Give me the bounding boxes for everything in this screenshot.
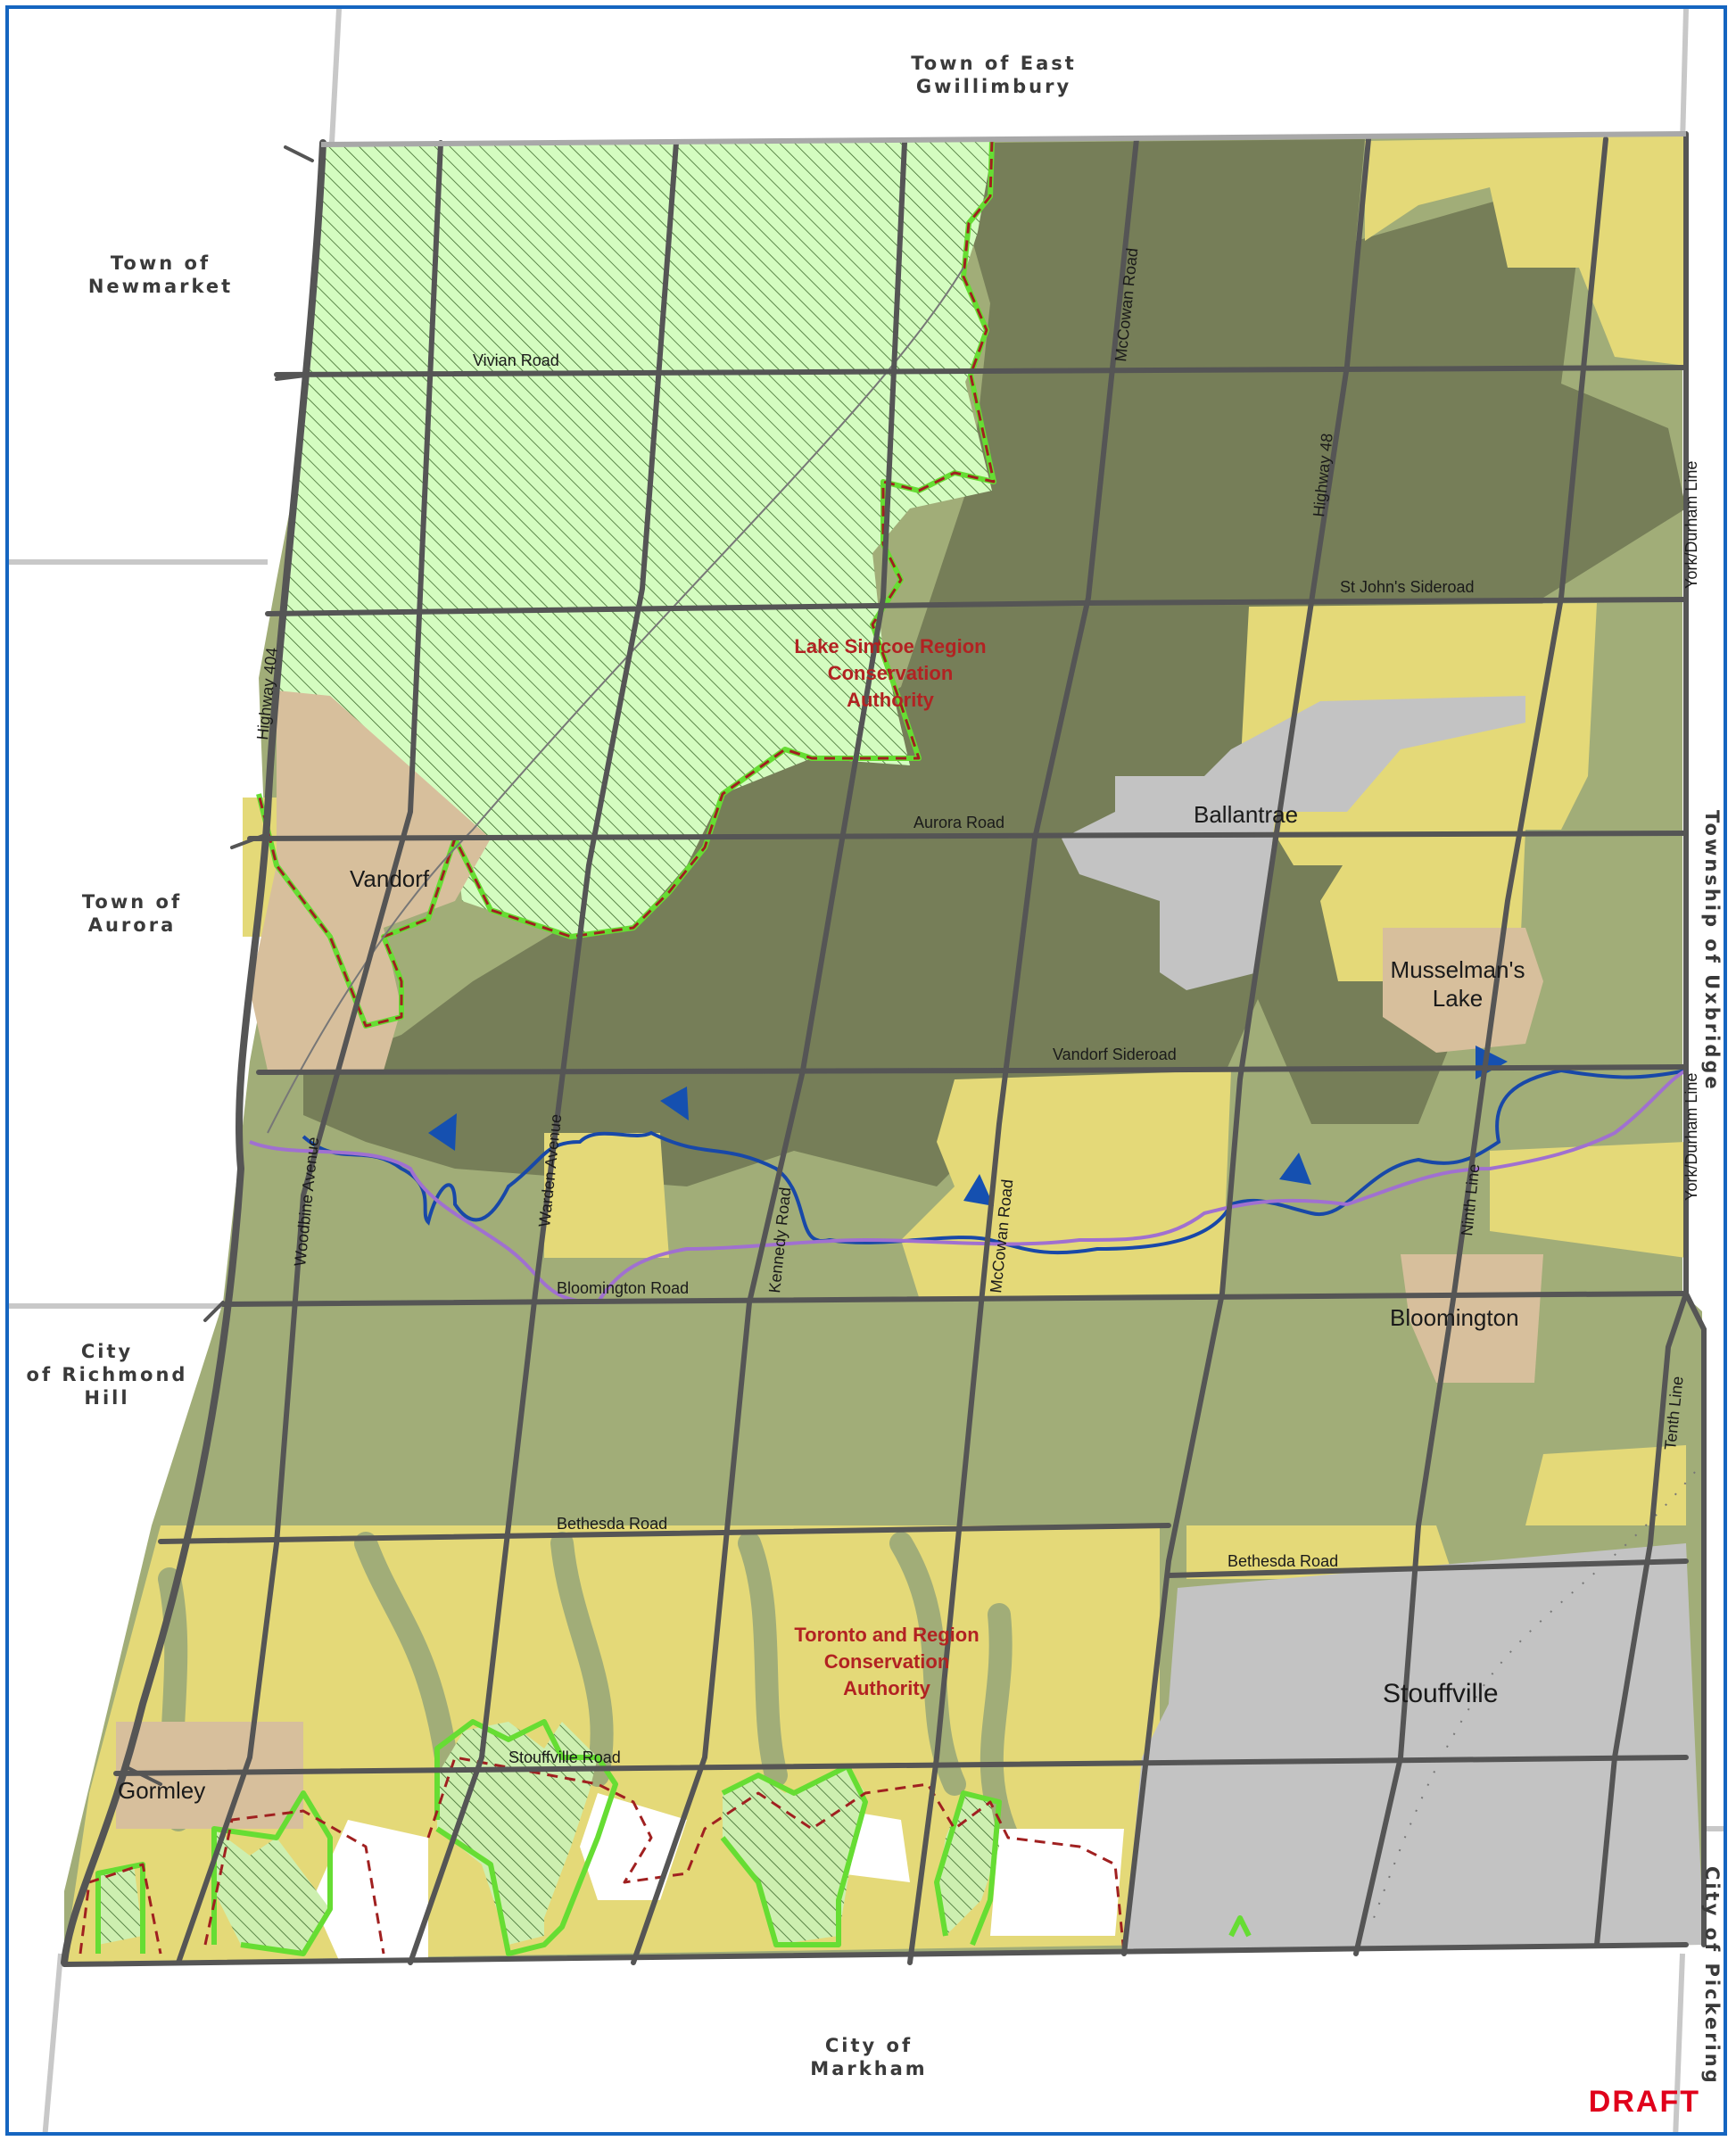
road-stouffville <box>113 1755 1689 1776</box>
tan-area-bloomington <box>1401 1254 1543 1383</box>
white-void-4 <box>990 1829 1124 1936</box>
label-bethesda-road-west: Bethesda Road <box>557 1515 667 1533</box>
yellow-area-east <box>1490 1142 1686 1258</box>
label-york-durham-line-south: York/Durham Line <box>1682 1073 1700 1201</box>
label-musselmans-lake-2: Lake <box>1433 985 1483 1012</box>
municipal-boundaries <box>9 9 1724 2132</box>
label-toronto-ca-3: Authority <box>843 1677 931 1699</box>
township-north-edge <box>320 131 1687 147</box>
road-mccowan <box>907 136 1139 1965</box>
tan-area-musselman <box>1383 928 1543 1053</box>
railway <box>267 267 1696 1919</box>
label-markham-2: Markham <box>810 2058 927 2079</box>
urban-area-ballantrae <box>1062 696 1525 990</box>
tan-area-gormley <box>116 1722 303 1829</box>
label-musselmans-lake-1: Musselman's <box>1391 956 1525 983</box>
white-void-2 <box>580 1793 687 1900</box>
road-woodbine <box>176 140 443 1965</box>
label-toronto-ca-2: Conservation <box>824 1650 950 1673</box>
map-frame: Vivian Road St John's Sideroad Aurora Ro… <box>5 5 1727 2136</box>
label-aurora-road: Aurora Road <box>913 814 1004 831</box>
land-use-layer <box>64 134 1704 1980</box>
road-bethesda-e <box>1166 1558 1689 1578</box>
yellow-area-bethesda-east <box>1186 1525 1454 1579</box>
label-east-gwillimbury-2: Gwillimbury <box>916 76 1071 97</box>
hatched-pocket-2 <box>723 1766 865 1945</box>
yellow-area-ne <box>1365 136 1686 366</box>
label-richmond-hill-2: of Richmond <box>27 1364 188 1385</box>
conservation-labels: Lake Simcoe Region Conservation Authorit… <box>794 635 986 1699</box>
label-vandorf-sideroad: Vandorf Sideroad <box>1053 1046 1177 1063</box>
direction-arrows <box>428 1046 1508 1206</box>
yellow-area-mid-warden <box>544 1133 669 1258</box>
lake-simcoe-light-area <box>277 141 994 937</box>
arrow-icon <box>963 1174 994 1206</box>
label-pickering: City of Pickering <box>1701 1866 1723 2086</box>
label-stouffville-road: Stouffville Road <box>508 1748 621 1766</box>
road-highway-48 <box>1121 136 1371 1956</box>
label-york-durham-line-north: York/Durham Line <box>1682 461 1700 589</box>
label-newmarket-1: Town of <box>111 252 211 274</box>
waterways <box>249 1068 1687 1305</box>
road-st-johns <box>265 597 1689 616</box>
municipality-labels: Town of East Gwillimbury Town of Newmark… <box>27 53 1723 2086</box>
road-vandorf <box>256 1064 1689 1075</box>
label-lake-simcoe-ca-2: Conservation <box>828 662 954 684</box>
label-bloomington: Bloomington <box>1390 1304 1519 1331</box>
label-uxbridge: Township of Uxbridge <box>1701 810 1723 1092</box>
yellow-area-tenth <box>1525 1445 1686 1525</box>
label-lake-simcoe-ca-1: Lake Simcoe Region <box>794 635 986 657</box>
label-toronto-ca-1: Toronto and Region <box>794 1624 979 1646</box>
map-canvas[interactable]: Vivian Road St John's Sideroad Aurora Ro… <box>9 9 1727 2136</box>
label-bloomington-road: Bloomington Road <box>557 1279 689 1297</box>
label-markham-1: City of <box>825 2035 913 2056</box>
white-void-1 <box>312 1820 428 1980</box>
label-gormley: Gormley <box>118 1777 205 1804</box>
label-newmarket-2: Newmarket <box>88 276 233 297</box>
label-st-johns-sideroad: St John's Sideroad <box>1340 578 1475 596</box>
label-ballantrae: Ballantrae <box>1194 801 1298 828</box>
draft-stamp: DRAFT <box>1588 2085 1700 2119</box>
label-stouffville: Stouffville <box>1383 1679 1499 1708</box>
road-kennedy <box>631 140 907 1965</box>
label-aurora-2: Aurora <box>88 914 177 936</box>
road-bloomington <box>220 1291 1689 1307</box>
label-vivian-road: Vivian Road <box>473 351 559 369</box>
tan-area-vandorf <box>250 690 491 1070</box>
label-east-gwillimbury-1: Town of East <box>911 53 1077 74</box>
hatched-pocket-4 <box>214 1829 330 1954</box>
hatched-pocket-5 <box>98 1864 143 1945</box>
road-aurora <box>247 831 1689 841</box>
trail-line <box>249 1069 1687 1305</box>
arrow-icon <box>428 1113 457 1151</box>
label-bethesda-road-east: Bethesda Road <box>1228 1552 1338 1570</box>
arrow-icon <box>1279 1153 1311 1185</box>
label-richmond-hill-3: Hill <box>84 1387 129 1409</box>
road-vivian <box>274 365 1689 377</box>
road-ninth <box>1353 136 1608 1956</box>
label-richmond-hill-1: City <box>81 1341 133 1362</box>
conservation-boundary <box>79 140 1252 1956</box>
road-network <box>61 131 1707 1967</box>
label-lake-simcoe-ca-3: Authority <box>847 689 935 711</box>
road-tenth <box>1594 1291 1689 1947</box>
label-aurora-1: Town of <box>82 891 182 913</box>
place-labels: Vandorf Ballantrae Musselman's Lake Bloo… <box>118 801 1525 1804</box>
urban-area-stouffville <box>1124 1543 1704 1954</box>
road-york-durham <box>1683 131 1707 1947</box>
road-highway-404 <box>61 139 327 1966</box>
road-south-edge <box>62 1942 1689 1967</box>
arrow-icon <box>660 1087 689 1120</box>
road-warden <box>408 140 679 1965</box>
label-vandorf: Vandorf <box>350 865 430 892</box>
road-bethesda-w <box>158 1523 1171 1544</box>
